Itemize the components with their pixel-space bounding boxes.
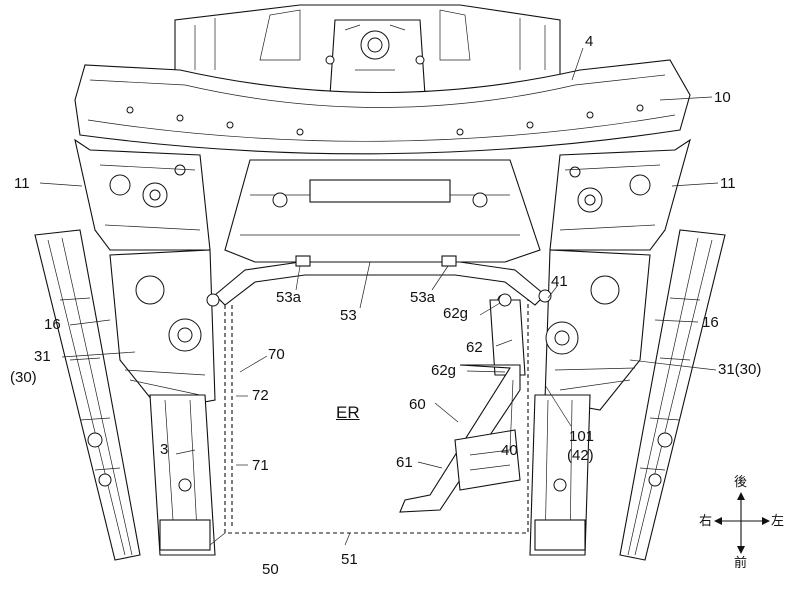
- label-30-left: (30): [10, 369, 37, 386]
- apron-reinforcement-right: [544, 249, 651, 411]
- compass-left-label: 左: [771, 513, 785, 528]
- leader-lines: [39, 47, 719, 469]
- label-62g-bottom: 62g: [431, 362, 457, 379]
- inner-pillar-right: [529, 394, 591, 556]
- label-53: 53: [340, 307, 357, 324]
- label-61: 61: [396, 454, 413, 471]
- suspension-tower-left: [74, 138, 211, 251]
- compass-right-label: 右: [699, 513, 713, 528]
- compass-rear-label: 後: [734, 474, 748, 489]
- suspension-cross-member: [206, 159, 552, 307]
- label-51: 51: [341, 551, 358, 568]
- label-16-left: 16: [44, 316, 61, 333]
- label-62g-top: 62g: [443, 305, 469, 322]
- label-101: 101: [569, 428, 595, 445]
- compass-front-label: 前: [734, 555, 748, 570]
- label-11-right: 11: [720, 175, 736, 192]
- engine-room-outline: [209, 300, 529, 546]
- label-60: 60: [409, 396, 426, 413]
- label-72: 72: [252, 387, 269, 404]
- cowl-cross-member: [74, 59, 691, 155]
- label-71: 71: [252, 457, 269, 474]
- label-3: 3: [160, 441, 169, 458]
- apron-reinforcement-left: [109, 249, 216, 411]
- label-40: 40: [501, 442, 518, 459]
- direction-compass: [714, 492, 770, 554]
- label-41: 41: [551, 273, 568, 290]
- label-10: 10: [714, 89, 731, 106]
- dash-panel: [174, 4, 561, 121]
- label-62: 62: [466, 339, 483, 356]
- mount-bracket-assembly: [399, 293, 526, 513]
- label-53a-right: 53a: [410, 289, 436, 306]
- label-53a-left: 53a: [276, 289, 302, 306]
- front-side-frame-left: [34, 229, 141, 561]
- label-70: 70: [268, 346, 285, 363]
- front-side-frame-right: [619, 229, 726, 561]
- inner-pillar-left: [149, 394, 216, 556]
- label-31-30-right: 31(30): [718, 361, 762, 378]
- label-11-left: 11: [14, 175, 30, 192]
- label-50: 50: [262, 561, 279, 578]
- label-31-left: 31: [34, 348, 51, 365]
- label-42: (42): [567, 447, 594, 464]
- label-4: 4: [585, 33, 594, 50]
- label-16-right: 16: [702, 314, 719, 331]
- suspension-tower-right: [549, 138, 691, 251]
- label-er-engine-room: ER: [336, 403, 360, 422]
